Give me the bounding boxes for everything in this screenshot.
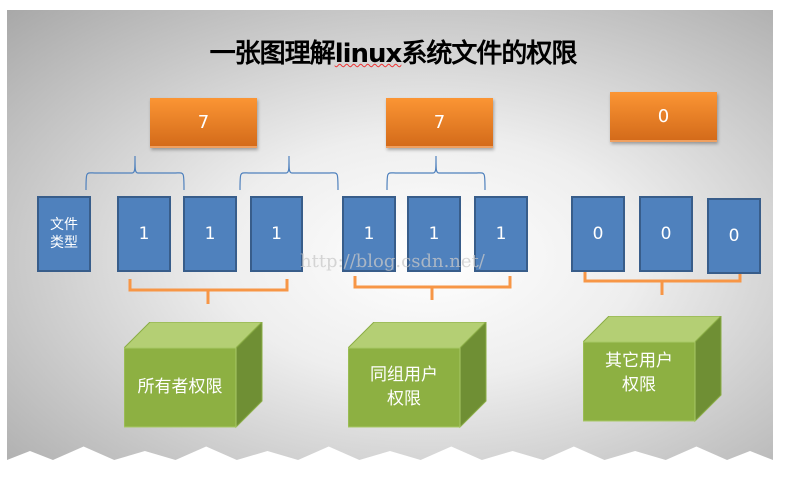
octal-owner: 7 xyxy=(150,98,257,148)
cube-owner: 所有者权限 xyxy=(122,320,264,429)
cube-owner-label: 所有者权限 xyxy=(137,377,223,397)
file-type-box: 文件 类型 xyxy=(37,196,91,272)
bracket-other xyxy=(583,270,742,295)
bit-owner-r: 1 xyxy=(117,196,171,272)
cube-group: 同组用户 权限 xyxy=(346,320,488,429)
bracket-owner xyxy=(128,279,289,304)
title-part: 系统文件的权限 xyxy=(401,39,577,69)
cube-other: 其它用户 权限 xyxy=(581,314,723,423)
title-part: 一张图理解 xyxy=(209,39,336,69)
cube-group-label: 同组用户 权限 xyxy=(370,365,438,409)
bit-group-w: 1 xyxy=(407,196,461,272)
bit-other-r: 0 xyxy=(571,196,625,272)
bit-owner-w: 1 xyxy=(183,196,237,272)
orange-brackets xyxy=(128,270,742,304)
bracket-group xyxy=(353,276,512,300)
octal-other: 0 xyxy=(610,92,717,142)
brace-group xyxy=(239,155,339,191)
bit-owner-x: 1 xyxy=(250,196,303,272)
diagram-title: 一张图理解linux系统文件的权限 xyxy=(0,33,786,70)
brace-owner xyxy=(85,155,185,191)
cube-shape xyxy=(346,320,488,429)
cube-other-label: 其它用户 权限 xyxy=(605,351,673,395)
bit-other-w: 0 xyxy=(639,196,693,272)
octal-group: 7 xyxy=(386,98,493,148)
blue-braces xyxy=(85,155,486,191)
bit-group-r: 1 xyxy=(342,196,396,272)
bit-other-x: 0 xyxy=(707,198,761,274)
cube-shape xyxy=(122,320,264,429)
title-linux: linux xyxy=(334,39,403,69)
watermark: http://blog.csdn.net/ xyxy=(300,251,485,272)
brace-other xyxy=(386,155,486,191)
cube-shape xyxy=(581,314,723,423)
bit-group-x: 1 xyxy=(474,196,528,272)
